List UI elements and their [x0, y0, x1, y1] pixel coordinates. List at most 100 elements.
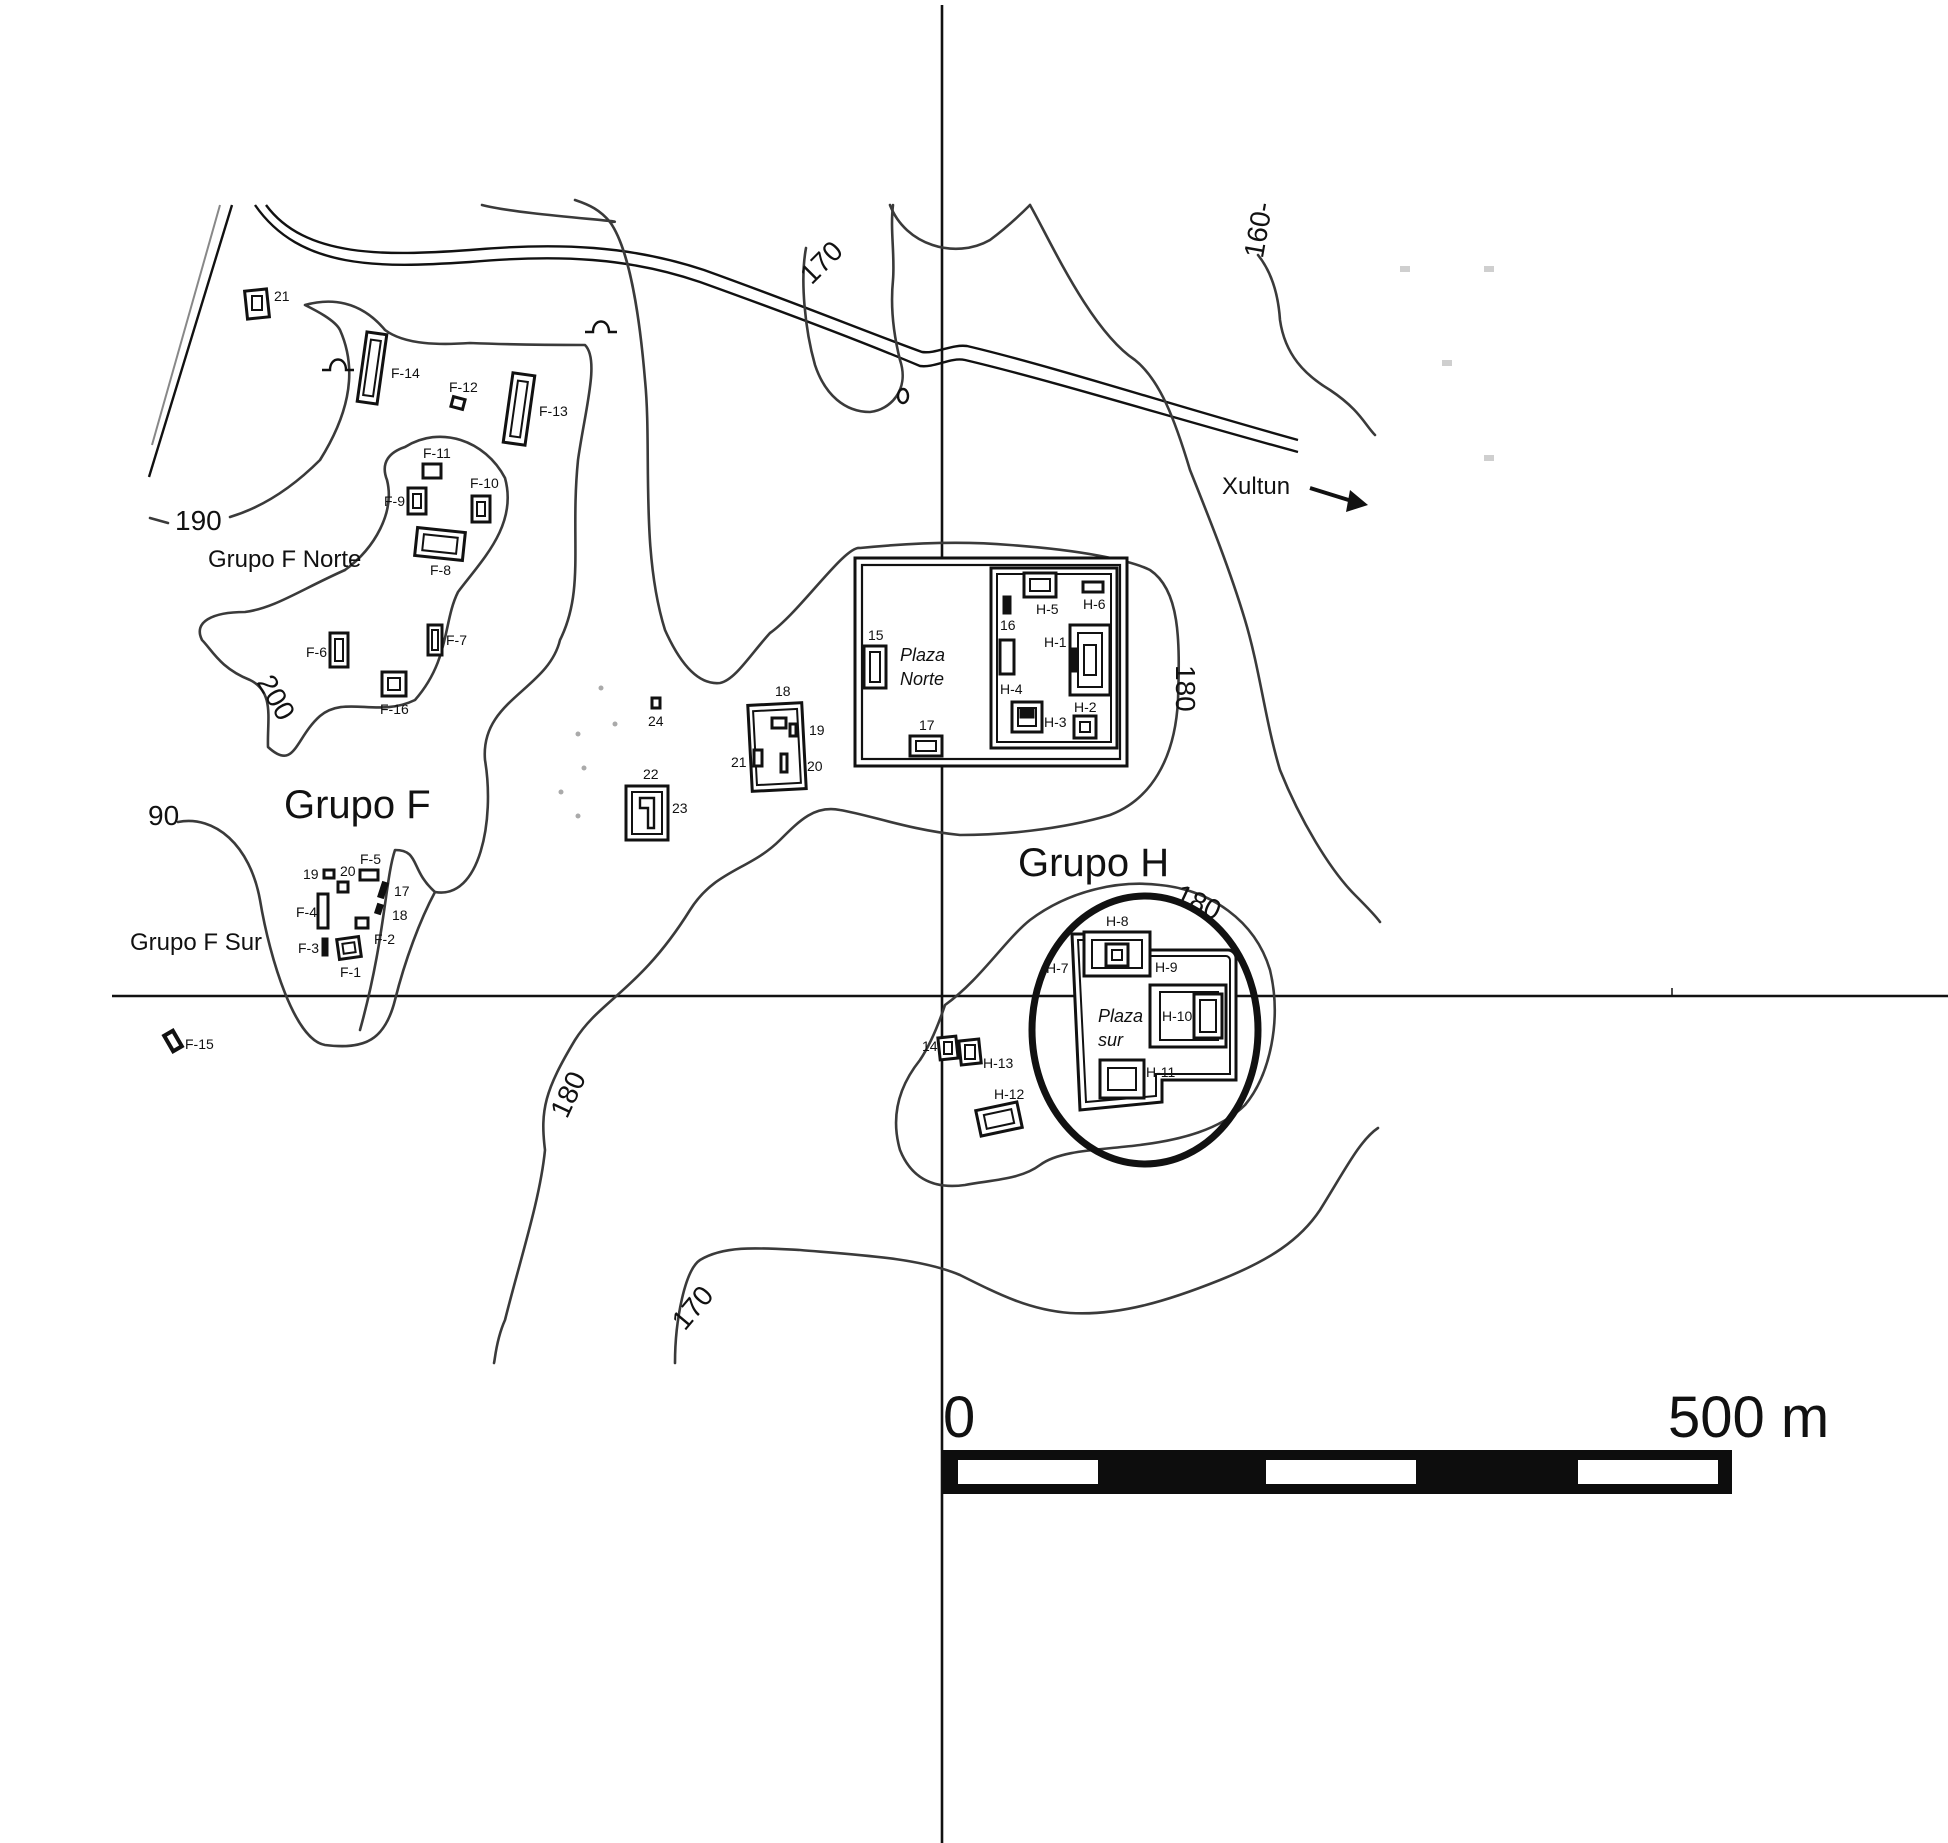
structure-f5 — [358, 868, 380, 882]
structure-label: 18 — [392, 907, 408, 923]
road — [254, 204, 1299, 454]
structure-f4 — [316, 892, 330, 930]
structure-label: F-2 — [374, 931, 395, 947]
structure-label: H-5 — [1036, 601, 1059, 617]
scatter-marks — [558, 685, 618, 819]
structure-label: H-3 — [1044, 714, 1067, 730]
contour-label-160: 160- — [1238, 200, 1278, 261]
structure-label: H-13 — [983, 1055, 1014, 1071]
structure-f15 — [161, 1027, 185, 1055]
structure-label: 18 — [775, 683, 791, 699]
structure-h10 — [1192, 992, 1224, 1040]
structure-f16 — [380, 670, 408, 698]
structure-label: 24 — [648, 713, 664, 729]
structure-label: 22 — [643, 766, 659, 782]
structure-f1 — [335, 934, 363, 962]
structure-label: 17 — [394, 883, 410, 899]
structure-label: H-1 — [1044, 634, 1067, 650]
structure-label: 16 — [1000, 617, 1016, 633]
structure-label: H-12 — [994, 1086, 1025, 1102]
structure-h3 — [1010, 700, 1044, 734]
plaza-sur-label: Plaza — [1098, 1006, 1143, 1026]
structure-label: F-1 — [340, 964, 361, 980]
cave-symbol — [585, 320, 617, 334]
structure-f9 — [406, 486, 428, 516]
structure-h13 — [957, 1037, 983, 1067]
structure-label: F-4 — [296, 904, 317, 920]
structure-label: 14 — [922, 1038, 938, 1054]
faded-marks — [1400, 266, 1494, 461]
structure-h1 — [1068, 623, 1112, 697]
structure-f12 — [449, 394, 467, 412]
structure-19 — [322, 868, 336, 880]
grupo-f-label: Grupo F — [284, 783, 431, 827]
structure-label: H-10 — [1162, 1008, 1193, 1024]
structure-label: 19 — [303, 866, 319, 882]
structure-f13 — [501, 371, 537, 447]
structure-label: 15 — [868, 627, 884, 643]
structure-18 — [373, 902, 385, 916]
structure-22 — [624, 784, 670, 842]
structure-16 — [1002, 595, 1012, 615]
plaza-sur-label: sur — [1098, 1030, 1124, 1050]
structure-label: 19 — [809, 722, 825, 738]
xultun-label: Xultun — [1222, 473, 1290, 500]
scale-bar-end-label: 500 m — [1668, 1385, 1829, 1450]
contour-label-190: 190 — [175, 505, 222, 536]
structure-17 — [377, 880, 389, 900]
arrow-right-icon — [1309, 486, 1368, 512]
structure-h11 — [1098, 1058, 1146, 1100]
contour-label-170-south: 170 — [666, 1280, 720, 1336]
contour-label-200: 200 — [251, 670, 301, 726]
structure-20 — [336, 880, 350, 894]
structure-f11 — [421, 462, 443, 480]
structure-label: H-4 — [1000, 681, 1023, 697]
grupo-f-norte-label: Grupo F Norte — [208, 546, 361, 573]
structure-f10 — [470, 494, 492, 524]
plaza-norte-label: Plaza — [900, 645, 945, 665]
structure-label: F-12 — [449, 379, 478, 395]
scale-bar: 0 500 m — [942, 1385, 1829, 1494]
structure-label: 20 — [340, 863, 356, 879]
structure-label: 20 — [807, 758, 823, 774]
structure-label: F-15 — [185, 1036, 214, 1052]
structure-h2 — [1072, 714, 1098, 740]
scale-bar-start-label: 0 — [943, 1385, 975, 1450]
structure-label: H-8 — [1106, 913, 1129, 929]
contour-label-90: 90 — [148, 800, 179, 831]
contour-label-170-north: 170 — [794, 235, 849, 290]
structure-f14 — [355, 330, 389, 406]
structure-15 — [862, 644, 888, 690]
structure-h12 — [973, 1100, 1025, 1138]
structure-label: H-11 — [1146, 1064, 1176, 1080]
structure-f2-small — [354, 916, 370, 930]
contour-label-180-south: 180 — [544, 1067, 592, 1122]
structure-label: F-8 — [430, 562, 451, 578]
highlight-circle — [1028, 892, 1262, 1168]
structure-f6 — [328, 631, 350, 669]
structure-label: F-16 — [380, 701, 409, 717]
structure-label: F-14 — [391, 365, 420, 381]
contour-labels: 190 200 90 170 160- 180 180 180 170 — [148, 200, 1278, 1336]
structure-label: 23 — [672, 800, 688, 816]
structure-label: F-5 — [360, 851, 381, 867]
structure-24 — [650, 696, 662, 710]
structure-18-enclosure — [746, 701, 808, 793]
structure-h5 — [1022, 571, 1058, 599]
structure-label: 21 — [274, 288, 290, 304]
structure-21-nw — [242, 287, 272, 321]
grupo-h-label: Grupo H — [1018, 841, 1169, 885]
grupo-f-sur-label: Grupo F Sur — [130, 929, 262, 956]
aguada-symbol — [896, 387, 910, 405]
plaza-norte-label: Norte — [900, 669, 944, 689]
contour-label-180-east: 180 — [1170, 665, 1201, 712]
structure-label: F-10 — [470, 475, 499, 491]
structure-label: F-13 — [539, 403, 568, 419]
structure-label: F-7 — [446, 632, 467, 648]
structure-f8 — [413, 525, 467, 563]
contour-lines — [148, 198, 1382, 1365]
cave-symbol — [322, 358, 354, 372]
structure-h6 — [1081, 580, 1105, 594]
